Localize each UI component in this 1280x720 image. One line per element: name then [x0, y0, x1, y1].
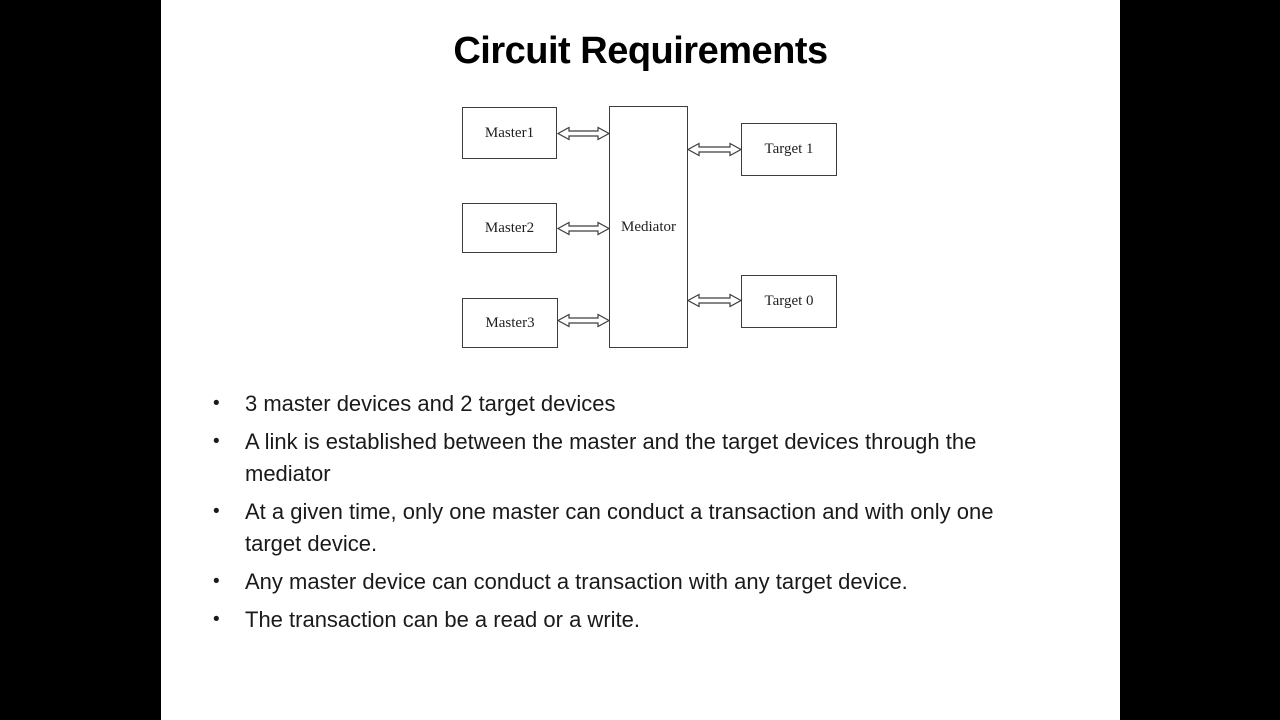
bullet-line: 3 master devices and 2 target devices: [245, 391, 616, 416]
master1-label: Master1: [484, 124, 535, 141]
double-arrow-mediator-target0-icon: [687, 293, 742, 308]
target1-box: Target 1: [741, 123, 837, 176]
bullet-text: At a given time, only one master can con…: [245, 496, 1073, 560]
double-arrow-master2-mediator-icon: [557, 221, 610, 236]
bullet-marker: •: [213, 571, 220, 592]
bullet-marker: •: [213, 431, 220, 452]
letterbox-left: [0, 0, 161, 720]
master2-box: Master2: [462, 203, 557, 253]
letterbox-right: [1120, 0, 1280, 720]
double-arrow-master1-mediator-icon: [557, 126, 610, 141]
master3-label: Master3: [485, 314, 535, 331]
bullet-line: target device.: [245, 531, 378, 556]
bullet-line: mediator: [245, 461, 331, 486]
bullet-marker: •: [213, 609, 220, 630]
bullet-marker: •: [213, 501, 220, 522]
bullet-marker: •: [213, 393, 220, 414]
target0-box: Target 0: [741, 275, 837, 328]
bullet-line: At a given time, only one master can con…: [245, 499, 994, 524]
bullet-item-1: • 3 master devices and 2 target devices: [213, 388, 1073, 420]
bullet-text: 3 master devices and 2 target devices: [245, 388, 1073, 420]
mediator-box: Mediator: [609, 106, 688, 348]
bullet-line: The transaction can be a read or a write…: [245, 607, 640, 632]
master2-label: Master2: [484, 219, 535, 236]
bullet-list: • 3 master devices and 2 target devices …: [213, 388, 1073, 642]
bullet-line: A link is established between the master…: [245, 429, 977, 454]
bullet-item-4: • Any master device can conduct a transa…: [213, 566, 1073, 598]
master3-box: Master3: [462, 298, 558, 348]
double-arrow-master3-mediator-icon: [557, 313, 610, 328]
circuit-diagram: Master1 Master2 Master3 Mediator Target …: [161, 0, 1120, 380]
master1-box: Master1: [462, 107, 557, 159]
double-arrow-mediator-target1-icon: [687, 142, 742, 157]
bullet-item-5: • The transaction can be a read or a wri…: [213, 604, 1073, 636]
bullet-text: A link is established between the master…: [245, 426, 1073, 490]
bullet-item-3: • At a given time, only one master can c…: [213, 496, 1073, 560]
target1-label: Target 1: [764, 141, 814, 157]
bullet-line: Any master device can conduct a transact…: [245, 569, 908, 594]
slide-title: Circuit Requirements: [453, 30, 828, 72]
bullet-text: The transaction can be a read or a write…: [245, 604, 1073, 636]
target0-label: Target 0: [764, 293, 814, 309]
bullet-text: Any master device can conduct a transact…: [245, 566, 1073, 598]
mediator-label: Mediator: [621, 218, 676, 235]
bullet-item-2: • A link is established between the mast…: [213, 426, 1073, 490]
slide: Circuit Requirements Master1 Master2 Mas…: [161, 0, 1120, 720]
